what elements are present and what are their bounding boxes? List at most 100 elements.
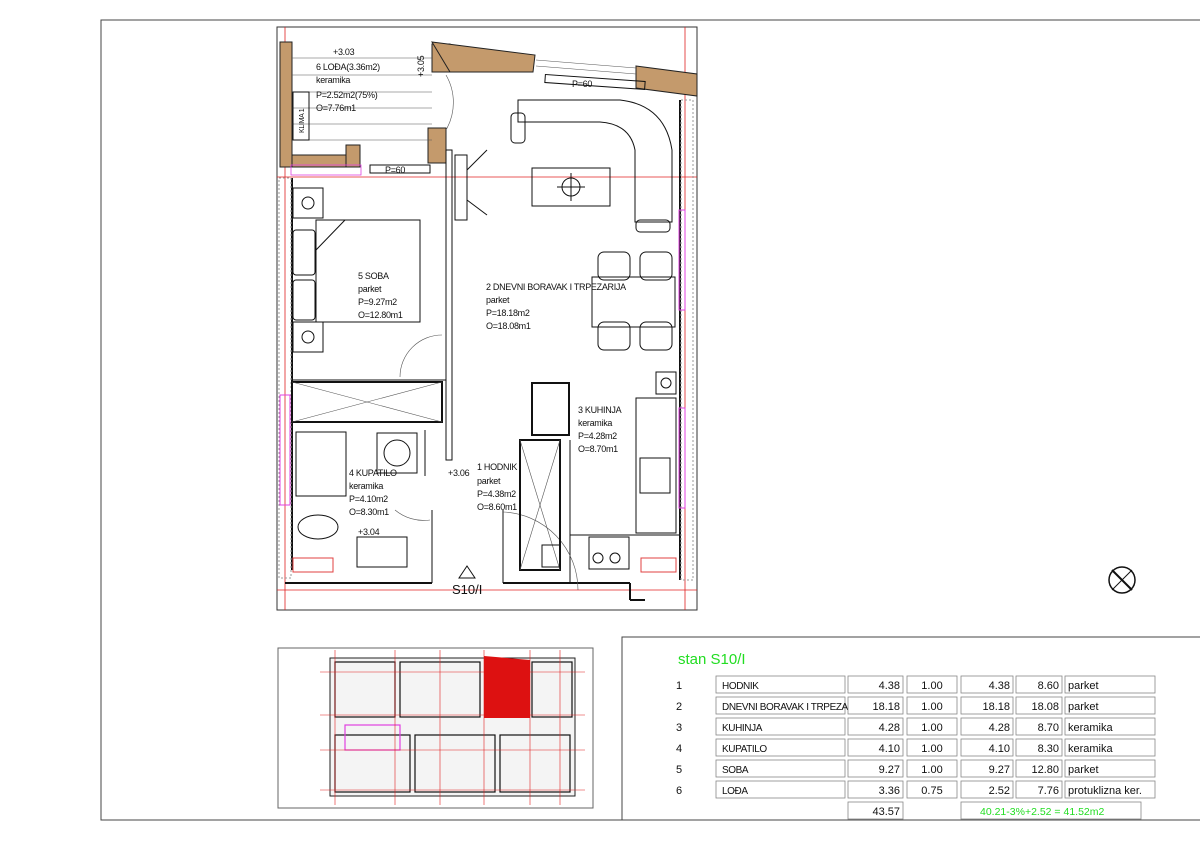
sofa — [510, 99, 673, 233]
table-cell — [715, 780, 846, 799]
row-number: 4 — [676, 743, 682, 755]
cell-coef: 1.00 — [921, 701, 942, 713]
level-mark: +3.04 — [358, 527, 380, 537]
cell-floor: parket — [1068, 701, 1099, 713]
cell-perimeter: 8.60 — [1038, 680, 1059, 692]
level-mark: +3.03 — [333, 47, 355, 57]
loggia-door[interactable] — [445, 74, 454, 131]
cell-coef: 1.00 — [921, 764, 942, 776]
klima-label: KLIMA 1 — [299, 108, 306, 133]
table-cell — [960, 696, 1014, 715]
cell-net: 2.52 — [989, 785, 1010, 797]
table-cell — [960, 717, 1014, 736]
cell-area: 4.10 — [879, 743, 900, 755]
svg-text:1 HODNIK: 1 HODNIK — [477, 462, 517, 472]
svg-text:P=4.10m2: P=4.10m2 — [349, 494, 388, 504]
svg-text:O=12.80m1: O=12.80m1 — [358, 310, 403, 320]
table-cell — [847, 675, 904, 694]
cell-floor: keramika — [1068, 743, 1114, 755]
table-cell — [906, 675, 958, 694]
table-cell — [960, 759, 1014, 778]
table-cell — [1064, 717, 1156, 736]
svg-text:P=4.28m2: P=4.28m2 — [578, 431, 617, 441]
unit-marker: S10/I — [452, 582, 482, 597]
window-label: P=60 — [385, 165, 405, 175]
cell-net: 4.10 — [989, 743, 1010, 755]
svg-text:O=8.30m1: O=8.30m1 — [349, 507, 389, 517]
table-cell — [906, 717, 958, 736]
cell-perimeter: 8.30 — [1038, 743, 1059, 755]
cell-net: 4.28 — [989, 722, 1010, 734]
bedroom-door[interactable] — [399, 334, 443, 378]
table-cell — [847, 696, 904, 715]
bathroom-fixtures — [292, 431, 677, 573]
table-title: stan S10/I — [678, 651, 746, 668]
row-number: 3 — [676, 722, 682, 734]
table-cell — [1064, 780, 1156, 799]
svg-text:O=8.60m1: O=8.60m1 — [477, 502, 517, 512]
cell-coef: 1.00 — [921, 722, 942, 734]
table-cell — [847, 717, 904, 736]
svg-text:O=8.70m1: O=8.70m1 — [578, 444, 618, 454]
cell-floor: parket — [1068, 764, 1099, 776]
table-cell — [715, 738, 846, 757]
cell-area: 4.28 — [879, 722, 900, 734]
table-cell — [1015, 759, 1063, 778]
room-label-living: 2 DNEVNI BORAVAK I TRPEZARIJA parket P=1… — [486, 282, 626, 331]
svg-text:3 KUHINJA: 3 KUHINJA — [578, 405, 622, 415]
cell-name: HODNIK — [722, 681, 759, 692]
svg-text:5 SOBA: 5 SOBA — [358, 271, 389, 281]
cell-name: KUHINJA — [722, 723, 763, 734]
row-number: 2 — [676, 701, 682, 713]
row-number: 1 — [676, 680, 682, 692]
cell-area: 9.27 — [879, 764, 900, 776]
cell-area: 4.38 — [879, 680, 900, 692]
bed — [291, 187, 443, 423]
table-cell — [715, 675, 846, 694]
table-cell — [847, 738, 904, 757]
svg-text:2 DNEVNI BORAVAK I TRPEZARIJA: 2 DNEVNI BORAVAK I TRPEZARIJA — [486, 282, 626, 292]
cell-area: 18.18 — [872, 701, 900, 713]
table-cell — [1015, 780, 1063, 799]
room-label-bedroom: 5 SOBA parket P=9.27m2 O=12.80m1 — [358, 271, 403, 320]
room-label-kitchen: 3 KUHINJA keramika P=4.28m2 O=8.70m1 — [578, 405, 622, 454]
cell-name: SOBA — [722, 765, 749, 776]
svg-text:P=18.18m2: P=18.18m2 — [486, 308, 530, 318]
table-cell — [1064, 675, 1156, 694]
room-label-hallway: 1 HODNIK parket P=4.38m2 O=8.60m1 — [477, 462, 518, 512]
entrance-door[interactable] — [502, 511, 579, 591]
bathroom-door[interactable] — [394, 509, 431, 521]
table-cell — [906, 738, 958, 757]
cell-floor: parket — [1068, 680, 1099, 692]
total-formula: 40.21-3%+2.52 = 41.52m2 — [980, 806, 1105, 818]
svg-text:P=4.38m2: P=4.38m2 — [477, 489, 516, 499]
room-label-loggia: 6 LOĐA(3.36m2) keramika P=2.52m2(75%) O=… — [316, 62, 380, 113]
cell-floor: protuklizna ker. — [1068, 785, 1142, 797]
total-area: 43.57 — [872, 806, 900, 818]
cell-coef: 1.00 — [921, 680, 942, 692]
table-row: 3 KUHINJA 4.28 1.00 4.28 8.70 keramika — [676, 717, 1156, 736]
klima-unit — [292, 91, 310, 141]
cell-net: 9.27 — [989, 764, 1010, 776]
cell-perimeter: 8.70 — [1038, 722, 1059, 734]
table-cell — [960, 738, 1014, 757]
table-cell — [847, 780, 904, 799]
cell-floor: keramika — [1068, 722, 1114, 734]
table-row: 1 HODNIK 4.38 1.00 4.38 8.60 parket — [676, 675, 1156, 694]
table-cell — [1064, 696, 1156, 715]
svg-text:parket: parket — [486, 295, 510, 305]
cell-coef: 1.00 — [921, 743, 942, 755]
row-number: 6 — [676, 785, 682, 797]
svg-text:keramika: keramika — [316, 75, 350, 85]
window-label: P=60 — [572, 79, 592, 89]
room-label-bathroom: 4 KUPATILO keramika P=4.10m2 O=8.30m1 — [349, 468, 397, 517]
level-mark: +3.06 — [448, 468, 470, 478]
svg-text:O=7.76m1: O=7.76m1 — [316, 103, 356, 113]
table-cell — [1015, 696, 1063, 715]
entrance-arrow-icon — [458, 565, 476, 579]
cell-net: 4.38 — [989, 680, 1010, 692]
svg-text:4 KUPATILO: 4 KUPATILO — [349, 468, 397, 478]
